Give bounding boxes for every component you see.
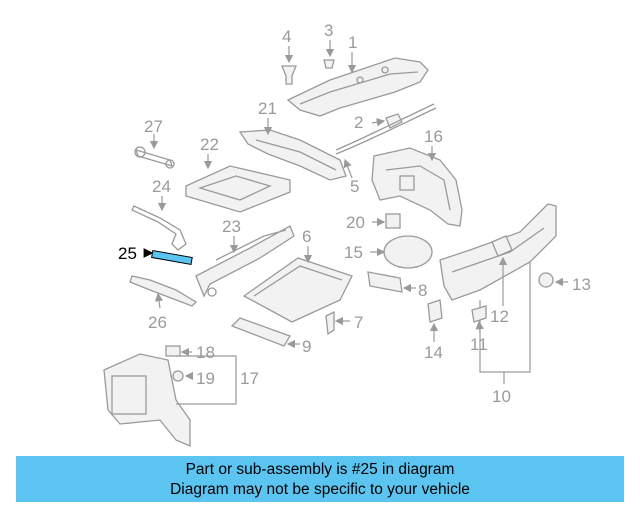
callout-14: 14 [424,343,443,362]
callout-21: 21 [258,99,277,118]
part-27-wrench [134,146,175,169]
part-4-push-pin [281,65,297,85]
callout-9: 9 [302,337,311,356]
callout-2: 2 [354,113,363,132]
callout-22: 22 [200,135,219,154]
callout-10: 10 [492,387,511,406]
part-3-clip [323,59,335,69]
banner-line-1: Part or sub-assembly is #25 in diagram [185,461,455,478]
part-9-strip [230,317,291,347]
callout-25: 25 [118,244,137,263]
callout-8: 8 [418,281,427,300]
callout-11: 11 [470,335,488,354]
callout-17: 17 [240,369,259,388]
callout-16: 16 [424,127,443,146]
part-12-bracket [491,235,513,257]
part-22-tray [185,165,291,213]
part-14-clip [427,299,443,323]
part-24-jack-handle [131,205,187,251]
part-20-clip [385,213,401,229]
part-5-trim-strip [335,103,437,155]
part-6-floor-mat [242,257,353,323]
part-26-screwdriver [129,275,198,307]
callout-7: 7 [354,313,363,332]
part-17-side-trim [103,353,191,447]
info-banner: Part or sub-assembly is #25 in diagram D… [16,456,624,502]
part-21-trim-panel [238,129,347,181]
callout-4: 4 [282,27,291,46]
banner-line-2: Diagram may not be specific to your vehi… [170,481,470,498]
callout-20: 20 [346,213,365,232]
part-19-clip [172,370,184,382]
part-18-clip [165,345,181,357]
callout-27: 27 [144,117,163,136]
callout-3: 3 [324,21,333,40]
part-7-clip [325,310,335,336]
callout-19: 19 [196,369,215,388]
callout-5: 5 [350,177,359,196]
part-25-highlighted [151,249,193,265]
callout-12: 12 [490,307,509,326]
callout-23: 23 [222,217,241,236]
part-13-grommet [538,272,554,288]
part-1-parcel-shelf [286,57,429,117]
part-8-lens [367,271,403,293]
callout-13: 13 [572,275,591,294]
callout-18: 18 [196,343,215,362]
part-15-round-pad [383,235,433,269]
callout-24: 24 [152,177,171,196]
part-11-clip [471,305,487,323]
parts-diagram: 1 2 3 4 5 6 7 8 9 10 11 12 13 14 15 16 1… [103,21,591,447]
callout-26: 26 [148,313,167,332]
callout-1: 1 [348,33,357,52]
callout-15: 15 [344,243,363,262]
callout-6: 6 [302,227,311,246]
